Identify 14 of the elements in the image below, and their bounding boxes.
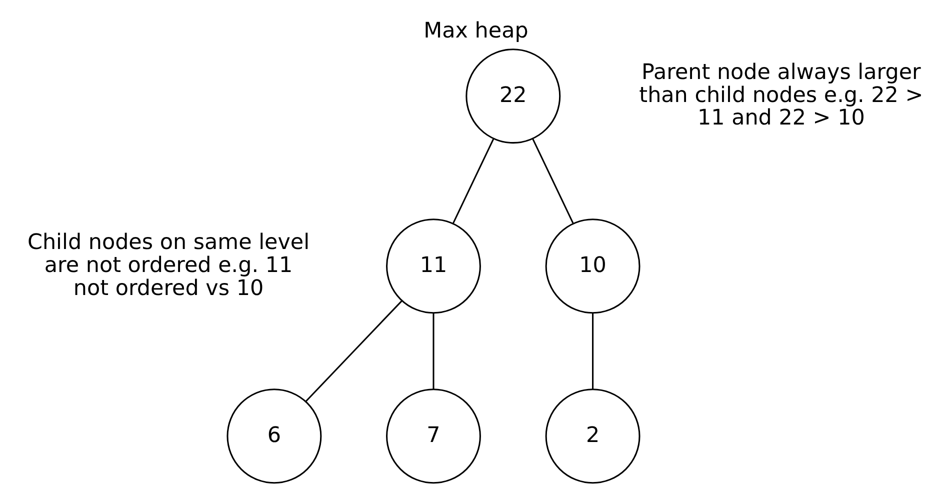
node-circle: 2 — [544, 388, 640, 484]
connector — [452, 138, 494, 224]
connector — [432, 313, 434, 390]
connector — [532, 138, 574, 224]
diagram-title: Max heap — [423, 18, 528, 44]
node-circle: 11 — [386, 218, 480, 314]
connector — [304, 300, 402, 402]
connector — [592, 313, 594, 390]
node-circle: 6 — [226, 388, 322, 484]
node-circle: 7 — [386, 388, 480, 484]
label: Parent node always larger than child nodes e.g. 22 > 11 and 22 > 10 — [638, 60, 923, 131]
node-circle: 10 — [544, 218, 640, 314]
label: Child nodes on same level are not ordered e.g. 11 not ordered vs 10 — [26, 230, 310, 301]
node-circle: 22 — [465, 48, 560, 144]
